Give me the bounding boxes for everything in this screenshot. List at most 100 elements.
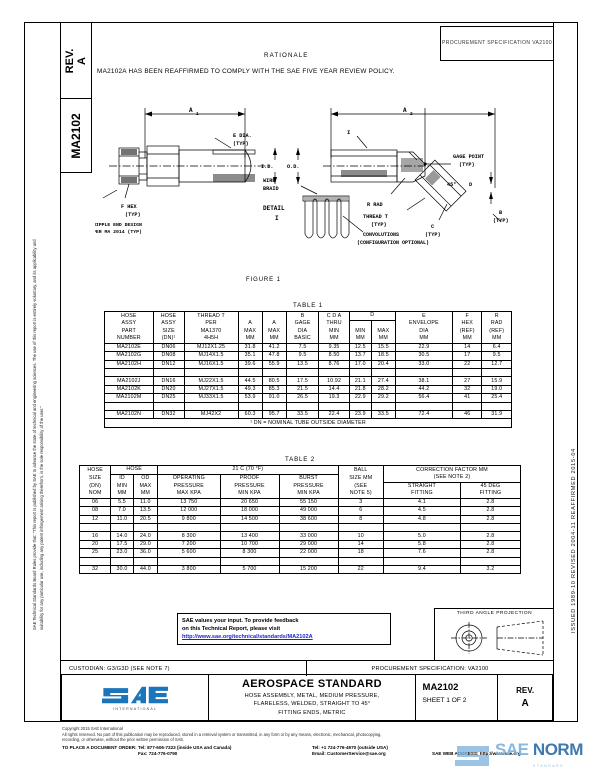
drawing-border xyxy=(24,22,578,722)
table-1-cell: DN32 xyxy=(152,409,185,420)
table-1-spacer-cell xyxy=(481,368,512,377)
table-1-col-header: SIZE xyxy=(152,327,185,336)
table-1-cell: 21.5 xyxy=(285,384,320,395)
footer-web-address: SAE WEB ADDRESS: http://www.sae.org xyxy=(432,751,521,757)
table-1-spacer-row xyxy=(104,368,512,377)
table-1-cell: 31.8 xyxy=(237,342,263,353)
table-1-col-header: (REF) xyxy=(451,327,483,336)
table-1-cell: 10.92 xyxy=(318,376,350,386)
table-2-spacer-cell xyxy=(219,523,280,532)
table-1-col-header: 4H5H xyxy=(183,335,239,344)
table-1-col-header: MM xyxy=(394,335,453,344)
table-2-spacer-cell xyxy=(110,523,134,532)
table-1-spacer-cell xyxy=(285,402,320,411)
table-2-col-header: PRESSURE xyxy=(219,482,280,491)
table-2-cell: 14 500 xyxy=(219,514,280,525)
custodian-text: CUSTODIAN: G3/G3D (SEE NOTE 7) xyxy=(61,661,307,676)
watermark-subtitle: STANDARD xyxy=(533,764,565,768)
sae-logo-subtitle: INTERNATIONAL xyxy=(113,707,158,712)
table-1-spacer-cell xyxy=(237,368,263,377)
table-1-cell: DN12 xyxy=(152,359,185,370)
footer-rights-1: All rights reserved. No part of this pub… xyxy=(62,731,382,737)
table-2-cell: 10 700 xyxy=(219,539,280,550)
table-1-cell: 9.35 xyxy=(318,342,350,353)
spec-header-text: PROCUREMENT SPECIFICATION VA2100 xyxy=(441,40,553,46)
table-1-cell: 72.4 xyxy=(394,409,453,420)
svg-text:C: C xyxy=(431,224,434,230)
table-1-cell: 60.3 xyxy=(237,409,263,420)
table-1-col-header: DIA xyxy=(285,327,320,336)
table-1-spacer-cell xyxy=(394,368,453,377)
table-1-col-header: E xyxy=(394,311,453,321)
table-2-col-header: NOM xyxy=(78,490,112,499)
footer-email: Email: CustomerService@sae.org xyxy=(312,751,386,757)
table-2-spacer-cell xyxy=(337,557,384,566)
table-1-cell: 17.0 xyxy=(348,359,372,370)
table-2-col-header: SIZE xyxy=(78,474,112,483)
table-1-col-group-d: D xyxy=(348,311,396,321)
standard-number: MA2102 xyxy=(422,682,459,693)
table-1-cell: 44.2 xyxy=(394,384,453,395)
footer-order-block: TO PLACE A DOCUMENT ORDER: Tel: 877-606-… xyxy=(62,745,582,761)
table-2-cell: 29 000 xyxy=(278,539,339,550)
table-1-spacer-cell xyxy=(481,402,512,411)
title-subtitle-1: HOSE ASSEMBLY, METAL, MEDIUM PRESSURE, xyxy=(244,693,380,700)
table-1-cell: 22.9 xyxy=(394,342,453,353)
table-1-col-header: R xyxy=(481,311,512,321)
svg-text:E DIA.: E DIA. xyxy=(233,133,252,139)
rev-tab-label: REV. xyxy=(64,48,76,73)
table-2-cell: 11.0 xyxy=(110,514,134,525)
table-2-col-header: (SEE NOTE 2) xyxy=(382,474,522,483)
table-1-spacer-cell xyxy=(370,368,396,377)
table-1-col-header: MM xyxy=(348,335,372,344)
table-2-spacer-cell xyxy=(382,557,461,566)
footer-order-label: TO PLACE A DOCUMENT ORDER: xyxy=(62,744,137,750)
svg-text:(TYP): (TYP) xyxy=(493,218,509,224)
svg-text:B: B xyxy=(499,210,502,216)
table-2-cell: 20 650 xyxy=(219,497,280,508)
title-block: INTERNATIONAL AEROSPACE STANDARD HOSE AS… xyxy=(61,675,553,721)
svg-text:(TYP): (TYP) xyxy=(125,212,141,218)
table-1-cell: 22.9 xyxy=(348,393,372,403)
table-2-col-header: MM xyxy=(132,490,159,499)
spec-header-box: PROCUREMENT SPECIFICATION VA2100 xyxy=(440,26,553,61)
table-1-title: TABLE 1 xyxy=(293,302,323,309)
feedback-link[interactable]: http://www.sae.org/technical/standards/M… xyxy=(182,634,313,641)
table-1-col-header: HOSE xyxy=(152,311,185,321)
table-1-cell: MJ33X1.5 xyxy=(183,393,239,403)
table-2-cell: 17.5 xyxy=(110,539,134,550)
aerospace-standard-label: AEROSPACE STANDARD xyxy=(241,678,382,691)
table-2-cell: 7 200 xyxy=(157,539,221,550)
table-1-cell: 46 xyxy=(451,409,483,420)
table-2-spacer-row xyxy=(78,557,522,566)
figure-caption: FIGURE 1 xyxy=(246,277,281,283)
table-1-cell: 26.5 xyxy=(285,393,320,403)
table-1-cell: 7.5 xyxy=(285,342,320,353)
table-2-cell: 10 xyxy=(337,531,384,541)
third-angle-projection-symbol xyxy=(451,620,544,656)
table-2-cell: 24.0 xyxy=(132,531,159,541)
table-2-col-header: PRESSURE xyxy=(278,482,339,491)
table-2-spacer-cell xyxy=(459,523,522,532)
table-1-cell: 12.5 xyxy=(348,342,372,353)
table-1-col-header xyxy=(348,320,372,328)
table-2-cell: 4.1 xyxy=(382,497,461,508)
rev-tab: REV. A xyxy=(61,23,92,99)
feedback-line-2: on this Technical Report, please visit xyxy=(182,626,281,633)
table-2-cell: 5 700 xyxy=(219,564,280,575)
table-1-cell: MA2102K xyxy=(104,384,154,395)
table-1-cell: 19.3 xyxy=(318,393,350,403)
table-1-cell: 9.5 xyxy=(481,351,512,361)
table-1-cell: 15.9 xyxy=(481,376,512,386)
